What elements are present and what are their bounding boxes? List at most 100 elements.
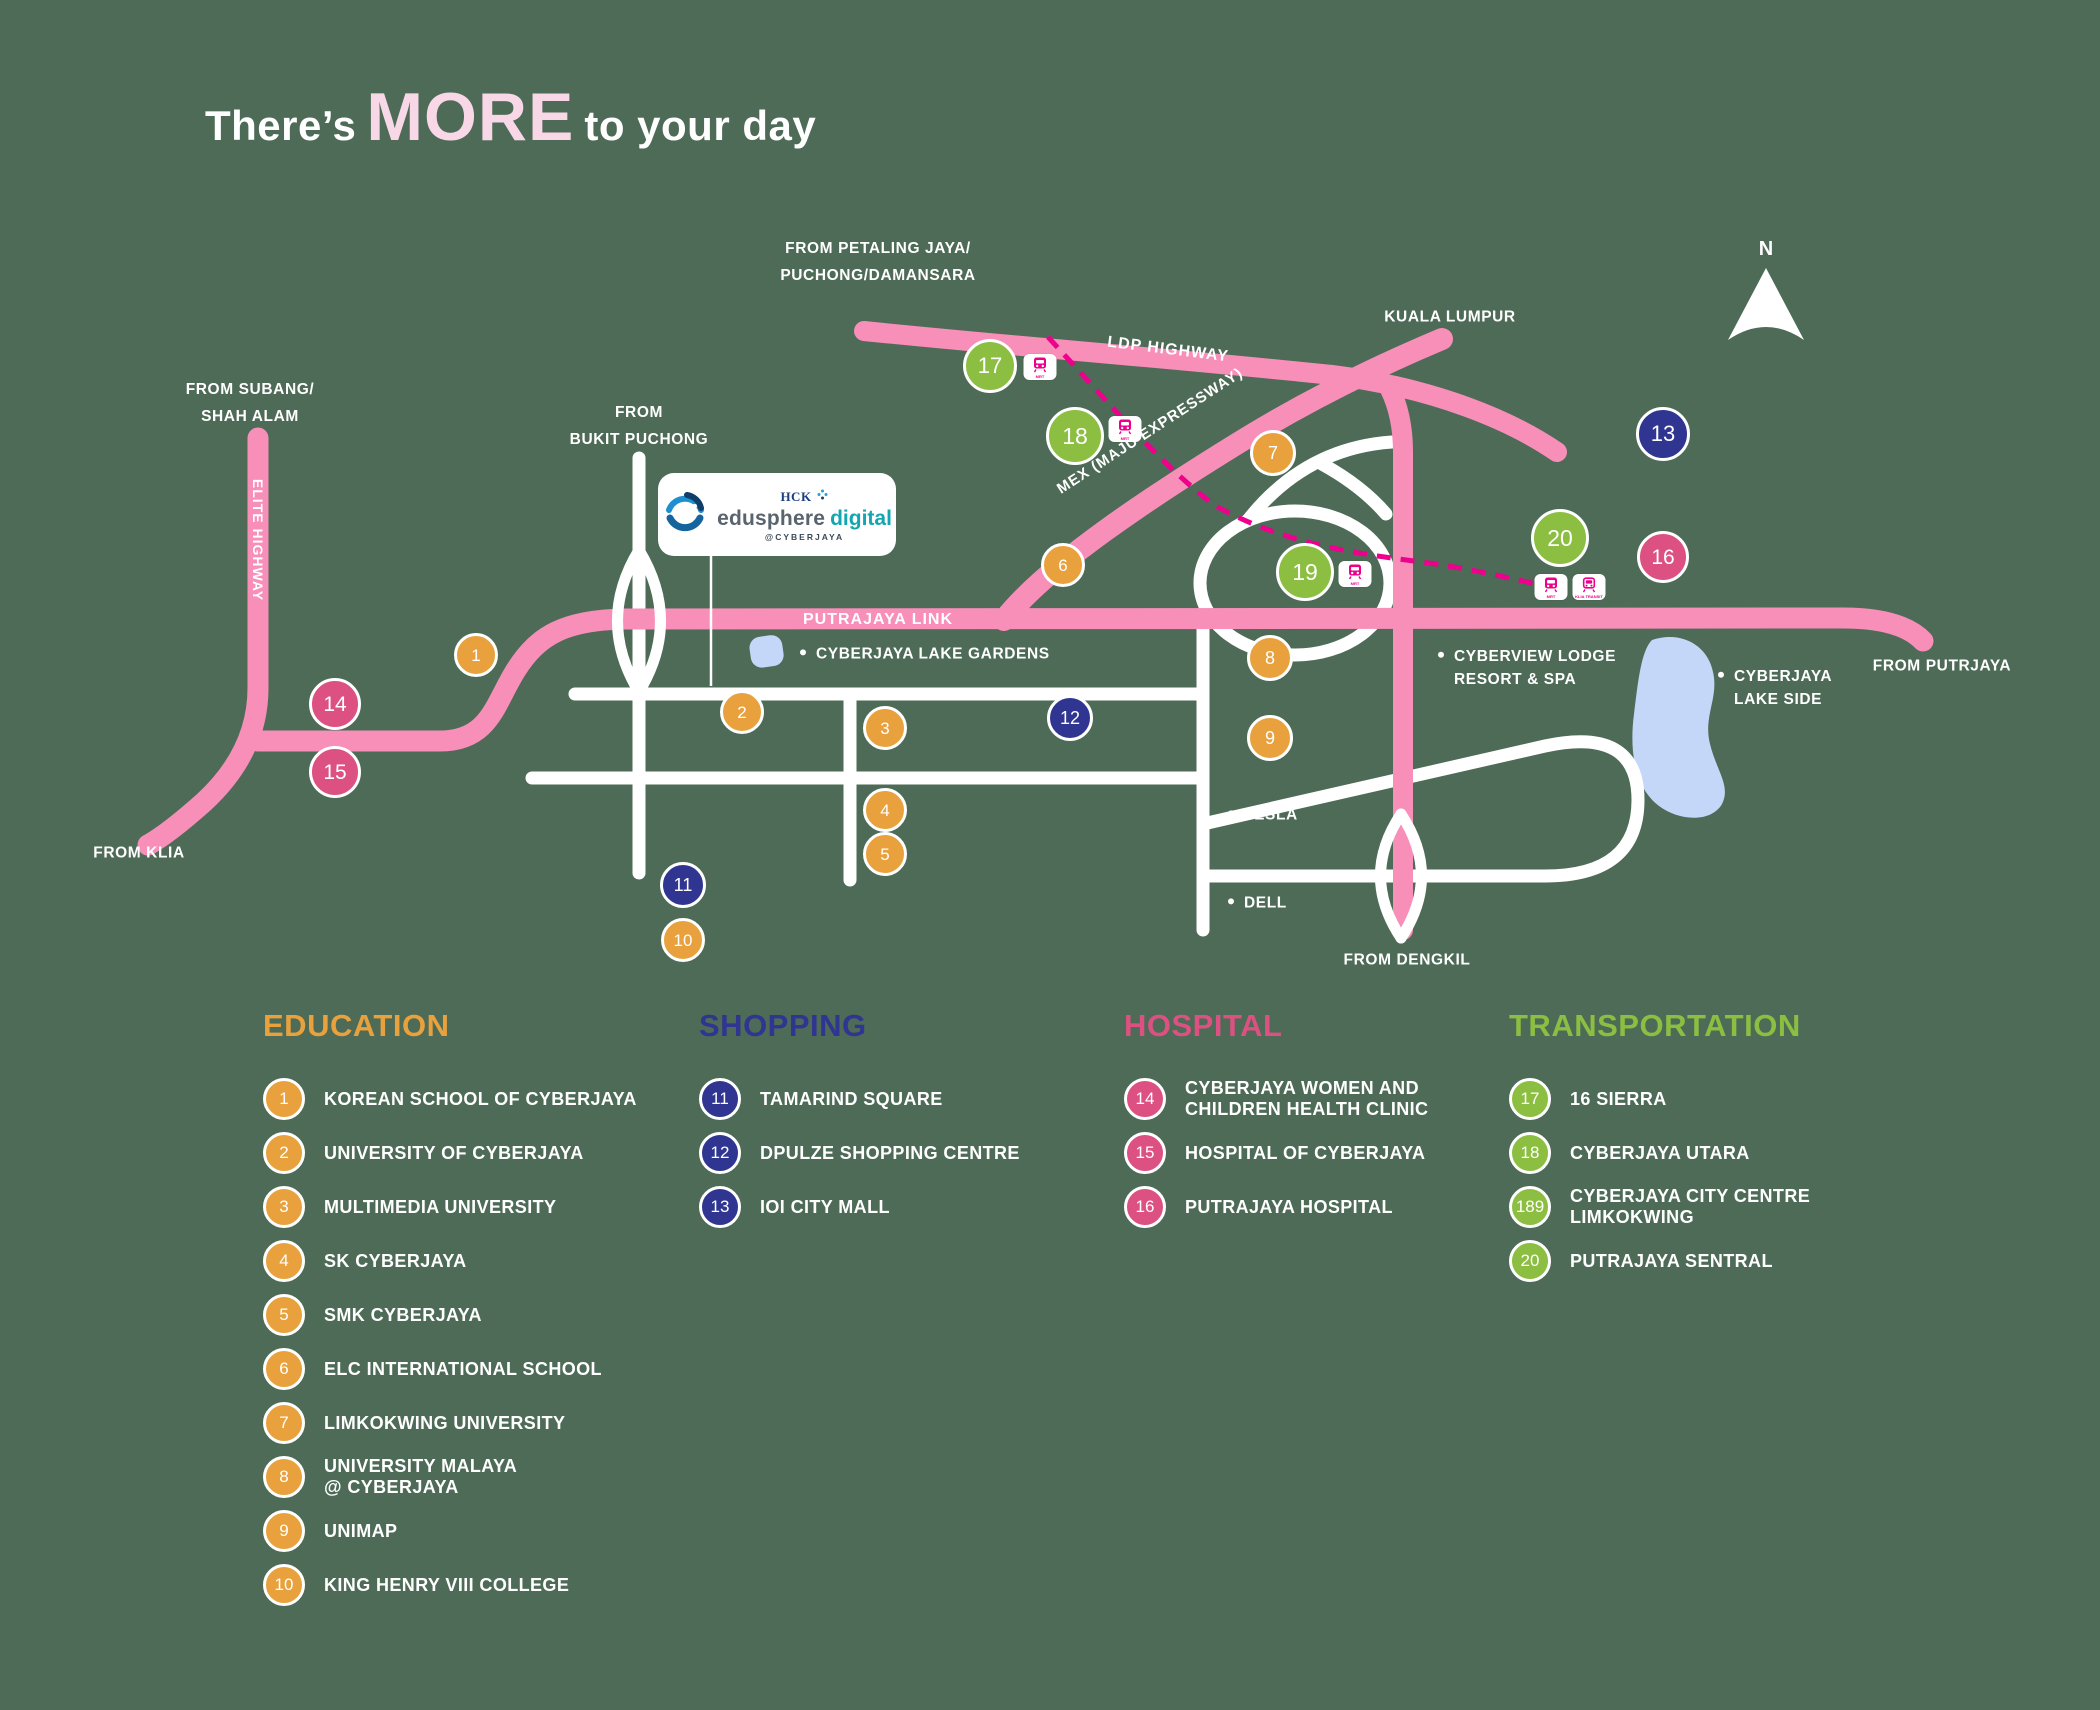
map-marker-16: 16 (1637, 531, 1689, 583)
legend-item-18: 18 CYBERJAYA UTARA (1509, 1132, 1939, 1174)
map-label-from-putrajaya: FROM PUTRJAYA (1872, 657, 2012, 675)
map-marker-8: 8 (1247, 635, 1293, 681)
legend-item-9: 9 UNIMAP (263, 1510, 693, 1552)
legend-item-label: UNIMAP (324, 1520, 398, 1541)
legend-item-label: 16 SIERRA (1570, 1088, 1667, 1109)
edusphere-globe-icon (662, 489, 708, 540)
legend-item-label: CYBERJAYA CITY CENTRE LIMKOKWING (1570, 1186, 1811, 1227)
legend-item-number: 6 (263, 1348, 305, 1390)
road-label-elite-highway: ELITE HIGHWAY (250, 478, 266, 602)
logo-pointer-line (706, 556, 716, 698)
map-label-dell: DELL (1228, 891, 1287, 914)
map-marker-19: 19 (1276, 543, 1334, 601)
legend-item-label: KING HENRY VIII COLLEGE (324, 1574, 570, 1595)
map-label-cyberjaya-lake-gardens: CYBERJAYA LAKE GARDENS (800, 642, 1050, 665)
map-marker-17: 17 (963, 339, 1017, 393)
edusphere-wordmark: edusphere (717, 506, 826, 530)
map-marker-9: 9 (1247, 715, 1293, 761)
legend-item-10: 10 KING HENRY VIII COLLEGE (263, 1564, 693, 1606)
legend-item-number: 12 (699, 1132, 741, 1174)
map-marker-4: 4 (863, 788, 907, 832)
map-marker-7: 7 (1250, 430, 1296, 476)
map-label-from-petaling-jaya: FROM PETALING JAYA/ PUCHONG/DAMANSARA (780, 239, 976, 284)
legend-item-number: 20 (1509, 1240, 1551, 1282)
map-marker-20: 20 (1531, 509, 1589, 567)
title-post: to your day (584, 102, 817, 149)
map-label-from-subang: FROM SUBANG/ SHAH ALAM (185, 380, 315, 425)
station-type-label: MRT (1120, 436, 1130, 441)
legend-item-label: TAMARIND SQUARE (760, 1088, 943, 1109)
title-pre: There’s (205, 102, 357, 149)
legend-item-number: 13 (699, 1186, 741, 1228)
mrt-rail-line (1046, 335, 1541, 588)
legend-header: EDUCATION (263, 1008, 450, 1043)
legend-item-label: UNIVERSITY MALAYA @ CYBERJAYA (324, 1456, 518, 1497)
map-marker-13: 13 (1636, 407, 1690, 461)
legend-header: HOSPITAL (1124, 1008, 1283, 1043)
edusphere-logo-card: HCK edusphere digital @CYBERJAYA (658, 473, 896, 556)
bullet-dot-icon (1228, 810, 1234, 817)
digital-wordmark: digital (830, 506, 892, 530)
lake-shapes (749, 635, 1725, 818)
legend-item-label: CYBERJAYA UTARA (1570, 1142, 1750, 1163)
logo-location-label: @CYBERJAYA (764, 531, 845, 542)
legend-item-number: 9 (263, 1510, 305, 1552)
legend-item-15: 15 HOSPITAL OF CYBERJAYA (1124, 1132, 1554, 1174)
train-station-icon-mrt-18: MRT (1108, 416, 1142, 442)
legend-item-number: 4 (263, 1240, 305, 1282)
map-marker-1: 1 (454, 633, 498, 677)
map-label-tesla: TESLA (1228, 803, 1298, 826)
legend-item-number: 18 (1509, 1132, 1551, 1174)
legend-item-12: 12 DPULZE SHOPPING CENTRE (699, 1132, 1129, 1174)
legend-item-6: 6 ELC INTERNATIONAL SCHOOL (263, 1348, 693, 1390)
legend-item-label: KOREAN SCHOOL OF CYBERJAYA (324, 1088, 637, 1109)
legend-item-20: 20 PUTRAJAYA SENTRAL (1509, 1240, 1939, 1282)
map-marker-11: 11 (660, 862, 706, 908)
legend-item-number: 7 (263, 1402, 305, 1444)
legend-item-number: 11 (699, 1078, 741, 1120)
bullet-dot-icon (800, 649, 806, 656)
map-label-cyberjaya-lake-side: CYBERJAYA LAKE SIDE (1718, 665, 1832, 712)
legend-item-13: 13 IOI CITY MALL (699, 1186, 1129, 1228)
compass-north-label: N (1758, 238, 1774, 260)
legend-header: SHOPPING (699, 1008, 867, 1043)
station-type-label: MRT (1350, 581, 1360, 586)
legend-item-number: 1 (263, 1078, 305, 1120)
map-label-kuala-lumpur: KUALA LUMPUR (1384, 308, 1516, 326)
legend-item-label: DPULZE SHOPPING CENTRE (760, 1142, 1020, 1163)
legend-item-label: UNIVERSITY OF CYBERJAYA (324, 1142, 584, 1163)
station-type-label: KLIA TRANSIT (1575, 594, 1603, 599)
page-title: There’s MORE to your day (205, 78, 816, 156)
map-marker-2: 2 (720, 690, 764, 734)
legend-item-2: 2 UNIVERSITY OF CYBERJAYA (263, 1132, 693, 1174)
legend-item-label: ELC INTERNATIONAL SCHOOL (324, 1358, 602, 1379)
legend-item-number: 10 (263, 1564, 305, 1606)
legend-item-label: IOI CITY MALL (760, 1196, 890, 1217)
legend-item-number: 3 (263, 1186, 305, 1228)
station-type-label: MRT (1546, 594, 1556, 599)
legend-item-label: SMK CYBERJAYA (324, 1304, 482, 1325)
legend-item-number: 15 (1124, 1132, 1166, 1174)
legend-item-label: PUTRAJAYA SENTRAL (1570, 1250, 1773, 1271)
bullet-dot-icon (1718, 671, 1724, 678)
legend-item-label: PUTRAJAYA HOSPITAL (1185, 1196, 1393, 1217)
legend-header: TRANSPORTATION (1509, 1008, 1801, 1043)
legend-section-shopping: SHOPPING 11 TAMARIND SQUARE 12 DPULZE SHOPPI… (699, 1008, 1129, 1228)
legend-item-label: CYBERJAYA WOMEN AND CHILDREN HEALTH CLIN… (1185, 1078, 1429, 1119)
train-station-icon-mrt-20: MRT (1534, 574, 1568, 600)
legend-item-label: HOSPITAL OF CYBERJAYA (1185, 1142, 1426, 1163)
legend-item-11: 11 TAMARIND SQUARE (699, 1078, 1129, 1120)
legend-item-number: 2 (263, 1132, 305, 1174)
legend-item-1: 1 KOREAN SCHOOL OF CYBERJAYA (263, 1078, 693, 1120)
